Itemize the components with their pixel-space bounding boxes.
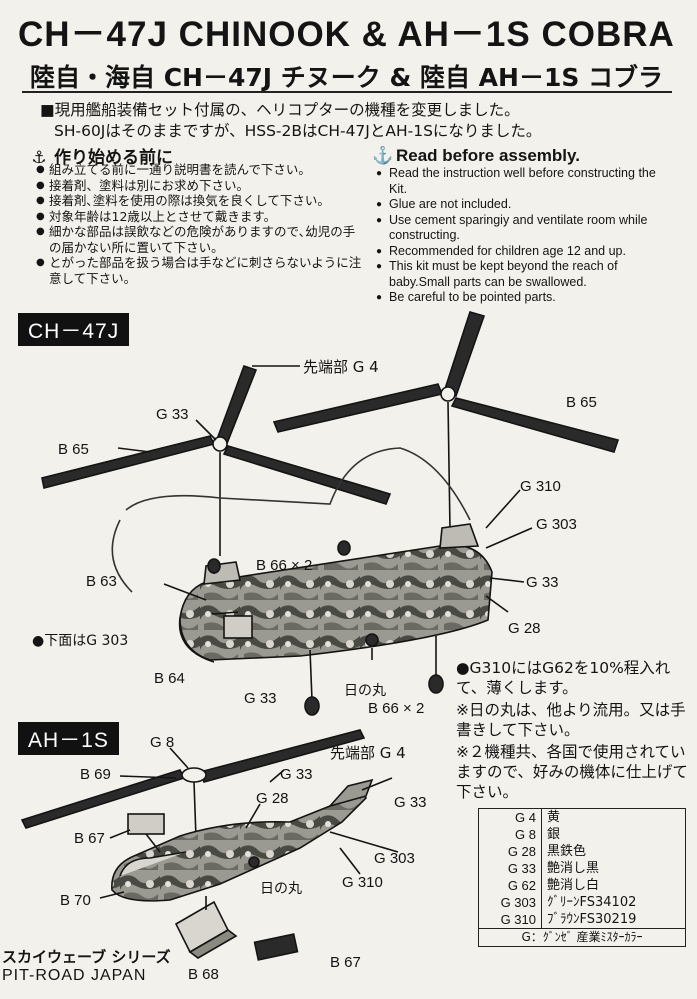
note-item: ※２機種共、各国で使用されていますので、好みの機体に仕上げて下さい。 bbox=[456, 743, 688, 801]
before-en-list: Read the instruction well before constru… bbox=[376, 166, 676, 306]
ah1s-label-b67-bottom: B 67 bbox=[330, 954, 361, 971]
ah1s-label-b70: B 70 bbox=[60, 892, 91, 909]
ch47-label-g33-right: G 33 bbox=[526, 574, 559, 591]
ch47-rear-blade-left bbox=[272, 383, 444, 433]
ch47-label-underside: ●下面はG 303 bbox=[32, 633, 129, 649]
before-en-heading: ⚓Read before assembly. bbox=[372, 146, 580, 165]
ch47-label-g33-bottom: G 33 bbox=[244, 690, 277, 707]
list-item: 対象年齢は12歳以上とさせて戴きます。 bbox=[36, 209, 366, 225]
ch47-front-blade-left bbox=[41, 435, 216, 489]
ch47-label-b64: B 64 bbox=[154, 670, 185, 687]
ah1s-label-g8: G 8 bbox=[150, 734, 175, 751]
ah1s-label-tip: 先端部 G 4 bbox=[330, 744, 406, 762]
ah1s-label-b69: B 69 bbox=[80, 766, 111, 783]
ch47-front-blade-right bbox=[222, 445, 392, 505]
intro: ■現用艦船装備セット付属の、ヘリコプターの機種を変更しました。 SH-60Jはそ… bbox=[40, 100, 541, 142]
list-item: Be careful to be pointed parts. bbox=[376, 290, 676, 306]
ch47-label-g303: G 303 bbox=[536, 516, 577, 533]
ch47-label-hinomaru: 日の丸 bbox=[344, 683, 386, 699]
ch47-front-blade-up bbox=[214, 364, 258, 448]
ch47-label-b66-bottom: B 66 × 2 bbox=[368, 700, 425, 717]
list-item: 細かな部品は誤飲などの危険がありますので､幼児の手の届かない所に置いて下さい。 bbox=[36, 224, 366, 255]
ch47-rear-blade-up bbox=[442, 311, 486, 398]
list-item: 組み立てる前に一通り説明書を読んで下さい。 bbox=[36, 162, 366, 178]
table-footer: G：ｸﾞﾝｾﾞ 産業ﾐｽﾀｰｶﾗｰ bbox=[478, 928, 686, 947]
ch47-rear-hub bbox=[440, 386, 456, 402]
ch47-label-g310: G 310 bbox=[520, 478, 561, 495]
ch47-badge: CH－47J bbox=[18, 313, 130, 346]
ch47-label-g33-top: G 33 bbox=[156, 406, 189, 423]
note-item: ●G310にはG62を10%程入れて、薄くします。 bbox=[456, 659, 671, 697]
list-item: とがった部品を扱う場合は手などに刺さらないように注意して下さい。 bbox=[36, 255, 366, 286]
list-item: 接着剤、塗料は別にお求め下さい。 bbox=[36, 178, 366, 194]
ch47-label-tip: 先端部 G 4 bbox=[303, 358, 379, 376]
before-jp-list: 組み立てる前に一通り説明書を読んで下さい。 接着剤、塗料は別にお求め下さい。 接… bbox=[36, 162, 366, 286]
ah1s-badge: AH－1S bbox=[18, 722, 119, 755]
ah1s-fuselage bbox=[111, 786, 368, 902]
ch47-label-b65-right: B 65 bbox=[566, 394, 597, 411]
ah1s-hinomaru bbox=[248, 856, 260, 868]
list-item: Read the instruction well before constru… bbox=[376, 166, 676, 197]
ah1s-drawing bbox=[20, 729, 399, 961]
ah1s-label-g303: G 303 bbox=[374, 850, 415, 867]
list-item: Glue are not included. bbox=[376, 197, 676, 213]
title-jp: 陸自・海自 CH－47J チヌーク & 陸自 AH－1S コブラ bbox=[30, 63, 664, 92]
ch47-rear-blade-right bbox=[450, 397, 620, 453]
ch47-drawing bbox=[41, 311, 620, 716]
list-item: 接着剤､塗料を使用の際は換気を良くして下さい。 bbox=[36, 193, 366, 209]
ch47-label-g28: G 28 bbox=[508, 620, 541, 637]
ah1s-label-hinomaru: 日の丸 bbox=[260, 881, 302, 897]
ah1s-weapon-pod bbox=[127, 813, 165, 835]
ch47-label-b63: B 63 bbox=[86, 573, 117, 590]
series-name: スカイウェーブ シリーズ bbox=[2, 948, 171, 966]
list-item: Recommended for children age 12 and up. bbox=[376, 244, 676, 260]
anchor-icon: ⚓ bbox=[372, 146, 394, 165]
ah1s-label-b68: B 68 bbox=[188, 966, 219, 983]
list-item: This kit must be kept beyond the reach o… bbox=[376, 259, 676, 290]
ch47-front-hub bbox=[212, 436, 228, 452]
maker-name: PIT-ROAD JAPAN bbox=[2, 967, 147, 984]
intro-line-1: ■現用艦船装備セット付属の、ヘリコプターの機種を変更しました。 bbox=[40, 101, 520, 119]
title-en: CH－47J CHINOOK & AH－1S COBRA bbox=[18, 15, 675, 54]
intro-line-2: SH-60Jはそのままですが、HSS-2BはCH-47JとAH-1Sになりました… bbox=[54, 122, 542, 140]
ah1s-skid-2 bbox=[253, 933, 299, 961]
painting-notes: ●G310にはG62を10%程入れて、薄くします。 ※日の丸は、他より流用。又は… bbox=[456, 658, 691, 804]
ch47-fuselage bbox=[179, 544, 493, 661]
ch47-hinomaru bbox=[365, 633, 379, 647]
ah1s-label-g28: G 28 bbox=[256, 790, 289, 807]
ah1s-hub bbox=[181, 767, 207, 783]
ch47-label-b65-left: B 65 bbox=[58, 441, 89, 458]
title-rule bbox=[22, 91, 672, 93]
ch47-label-b66-top: B 66 × 2 bbox=[256, 557, 313, 574]
ah1s-label-g33-a: G 33 bbox=[280, 766, 313, 783]
ah1s-blade-left bbox=[20, 769, 186, 829]
ah1s-label-g310: G 310 bbox=[342, 874, 383, 891]
ah1s-label-g33-b: G 33 bbox=[394, 794, 427, 811]
ah1s-label-b67-left: B 67 bbox=[74, 830, 105, 847]
list-item: Use cement sparingiy and ventilate room … bbox=[376, 213, 676, 244]
note-item: ※日の丸は、他より流用。又は手書きして下さい。 bbox=[456, 701, 686, 739]
